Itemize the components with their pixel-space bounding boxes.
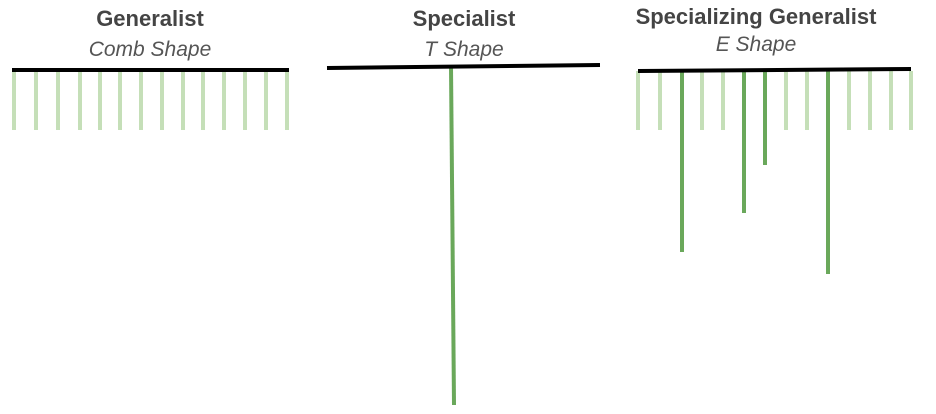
t-shape-diagram xyxy=(326,63,601,406)
generalist-subtitle: Comb Shape xyxy=(88,38,212,61)
specializing-generalist-title: Specializing Generalist xyxy=(635,4,877,29)
specializing-generalist-panel: Specializing Generalist E Shape xyxy=(618,0,918,414)
specialist-title: Specialist xyxy=(412,6,516,31)
e-tines-short xyxy=(636,71,913,130)
generalist-panel: Generalist Comb Shape xyxy=(0,0,300,414)
specialist-subtitle: T Shape xyxy=(424,38,504,61)
comb-tines xyxy=(12,70,289,130)
e-tines-deep xyxy=(680,71,830,274)
e-shape-diagram xyxy=(636,67,913,274)
specialist-panel: Specialist T Shape xyxy=(326,0,602,414)
specializing-generalist-subtitle: E Shape xyxy=(715,33,797,56)
generalist-title: Generalist xyxy=(96,6,204,31)
t-stem xyxy=(449,65,456,406)
comb-shape-diagram xyxy=(12,68,289,130)
t-top-bar xyxy=(326,63,601,70)
e-top-bar xyxy=(637,67,912,73)
